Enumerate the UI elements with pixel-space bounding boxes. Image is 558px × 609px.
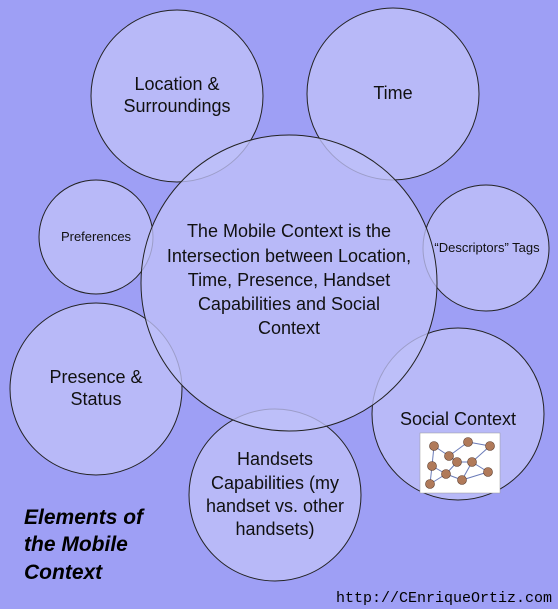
label-handsets-text: Handsets Capabilities (my handset vs. ot…: [205, 449, 345, 540]
footer-url: http://CEnriqueOrtiz.com: [335, 590, 552, 607]
circle-presence: [9, 302, 183, 476]
social-network-image: [419, 432, 501, 494]
label-location: Location & Surroundings: [123, 74, 231, 116]
label-preferences: Preferences: [60, 229, 132, 245]
label-center: The Mobile Context is the Intersection b…: [166, 221, 412, 339]
label-social: Social Context: [399, 409, 517, 430]
label-handsets: Handsets Capabilities (my handset vs. ot…: [205, 449, 345, 540]
circle-social: [371, 327, 545, 501]
label-presence: Presence & Status: [49, 367, 143, 409]
label-time: Time: [373, 83, 413, 104]
circle-location: [90, 9, 264, 183]
caption-title: Elements of the Mobile Context: [24, 506, 144, 584]
circle-center: [140, 134, 438, 432]
label-descriptors: “Descriptors” Tags: [434, 240, 540, 256]
